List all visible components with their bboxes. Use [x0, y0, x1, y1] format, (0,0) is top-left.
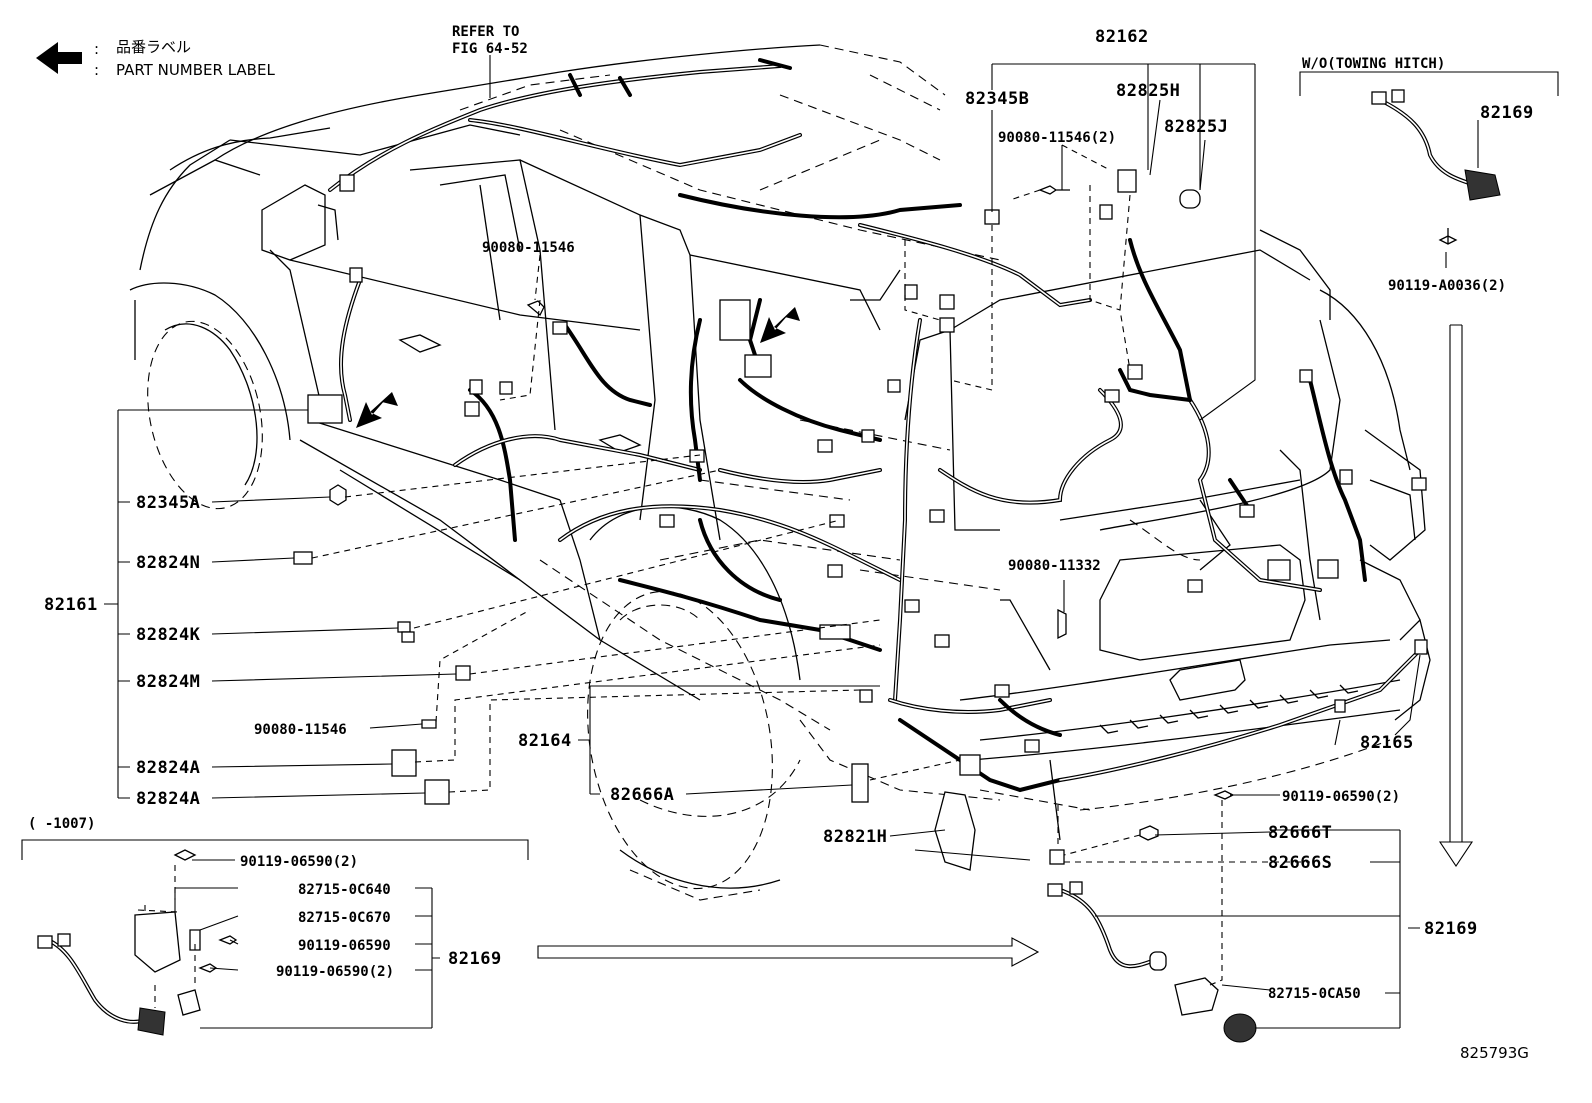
label-82715-0ca50: 82715-0CA50 — [1268, 986, 1361, 1002]
label-82666s: 82666S — [1268, 853, 1332, 873]
label-90119-a0036: 90119-A0036(2) — [1388, 278, 1506, 294]
label-90080-11546-left: 90080-11546 — [254, 722, 347, 738]
label-82825h: 82825H — [1116, 81, 1180, 101]
label-82169-bl: 82169 — [448, 949, 502, 969]
label-82825j: 82825J — [1164, 117, 1228, 137]
refer-line2: FIG 64-52 — [452, 41, 528, 57]
svg-text::: : — [94, 61, 99, 79]
label-82161: 82161 — [44, 595, 98, 615]
label-82824a-1: 82824A — [136, 758, 200, 778]
label-82169-top: 82169 — [1480, 103, 1534, 123]
legend-jp: 品番ラベル — [116, 38, 191, 56]
small-parts — [37, 89, 1501, 1043]
part-labels: 82162 82345B 82825H 82825J 90080-11546(2… — [28, 27, 1534, 1062]
transfer-arrow-icon — [537, 937, 1040, 967]
label-82169-right: 82169 — [1424, 919, 1478, 939]
label-82715-0c670: 82715-0C670 — [298, 910, 391, 926]
legend-en: PART NUMBER LABEL — [116, 61, 275, 79]
label-82824m: 82824M — [136, 672, 200, 692]
label-90080-11332: 90080-11332 — [1008, 558, 1101, 574]
label-90119-06590-2-bl: 90119-06590(2) — [240, 854, 358, 870]
label-82345a: 82345A — [136, 493, 200, 513]
label-variant-towing: W/O(TOWING HITCH) — [1302, 56, 1445, 72]
label-82345b: 82345B — [965, 89, 1029, 109]
label-90119-06590-bl: 90119-06590 — [298, 938, 391, 954]
label-82165: 82165 — [1360, 733, 1414, 753]
wire-harness — [328, 58, 1422, 793]
down-arrow-icon — [1438, 841, 1474, 867]
label-arrow-icon — [36, 42, 82, 74]
label-82821h: 82821H — [823, 827, 887, 847]
label-82715-0c640: 82715-0C640 — [298, 882, 391, 898]
harness-connectors — [307, 174, 1428, 776]
leader-lines — [21, 63, 1559, 1029]
refer-line1: REFER TO — [452, 24, 519, 40]
label-90080-11546-top: 90080-11546 — [482, 240, 575, 256]
figure-id: 825793G — [1460, 1044, 1529, 1062]
label-82824n: 82824N — [136, 553, 200, 573]
legend: : : 品番ラベル PART NUMBER LABEL — [36, 38, 275, 79]
label-82164: 82164 — [518, 731, 572, 751]
label-variant-date: ( -1007) — [28, 816, 95, 832]
label-82666a: 82666A — [610, 785, 674, 805]
label-90119-06590-2-right: 90119-06590(2) — [1282, 789, 1400, 805]
label-82162: 82162 — [1095, 27, 1149, 47]
label-90119-06590-2-bl2: 90119-06590(2) — [276, 964, 394, 980]
label-82824a-2: 82824A — [136, 789, 200, 809]
svg-text::: : — [94, 40, 99, 58]
vehicle-body — [129, 44, 1431, 901]
label-82666t: 82666T — [1268, 823, 1332, 843]
label-82824k: 82824K — [136, 625, 201, 645]
label-90080-11546-2: 90080-11546(2) — [998, 130, 1116, 146]
